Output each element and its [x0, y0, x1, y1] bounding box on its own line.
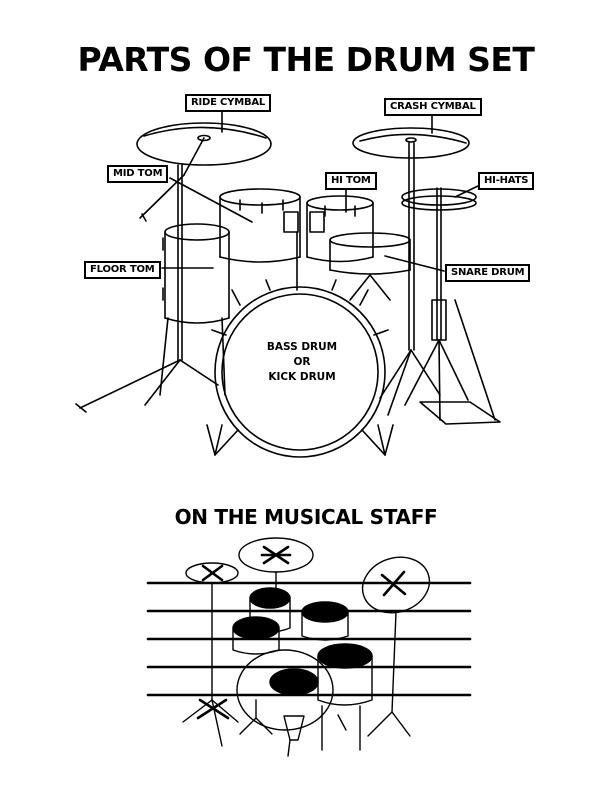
label-hi-hats: HI-HATS	[478, 172, 535, 190]
bass-drum-drawing	[206, 279, 394, 458]
staff-snare-and-bass	[236, 649, 334, 731]
staff-hi-hat-cymbal	[185, 562, 239, 584]
staff-ride-cymbal	[238, 537, 314, 573]
label-pointer-lines	[161, 109, 479, 272]
crash-cymbal-drawing	[352, 127, 470, 351]
label-bass-drum-line1: BASS DRUM	[266, 341, 338, 353]
label-bass-drum-line2: OR	[293, 356, 311, 368]
staff-hi-hat-pedal	[182, 582, 239, 747]
hi-tom-drawing	[283, 195, 374, 291]
ride-cymbal-drawing	[136, 122, 272, 222]
label-floor-tom: FLOOR TOM	[84, 261, 161, 279]
label-bass-drum-line3: KICK DRUM	[268, 371, 336, 383]
staff-floor-tom-2	[317, 643, 373, 706]
floor-tom-drawing	[159, 223, 230, 396]
label-mid-tom: MID TOM	[107, 165, 169, 183]
mid-tom-drawing	[219, 188, 301, 263]
snare-drum-drawing	[329, 232, 411, 301]
label-ride-cymbal: RIDE CYMBAL	[185, 94, 272, 112]
label-bass-drum: BASS DRUM OR KICK DRUM	[247, 340, 357, 385]
page-title: PARTS OF THE DRUM SET	[77, 40, 535, 79]
staff-mid-tom	[301, 601, 349, 641]
staff-crash-cymbal	[361, 556, 431, 614]
label-crash-cymbal: CRASH CYMBAL	[384, 98, 482, 116]
hi-hats-drawing	[401, 187, 501, 425]
label-hi-tom: HI TOM	[325, 172, 377, 190]
staff-floor-tom-1	[232, 616, 280, 655]
stands-drawing	[75, 164, 441, 416]
section-subtitle: ON THE MUSICAL STAFF	[174, 505, 438, 529]
label-snare-drum: SNARE DRUM	[445, 264, 531, 282]
staff-stands	[239, 571, 411, 757]
